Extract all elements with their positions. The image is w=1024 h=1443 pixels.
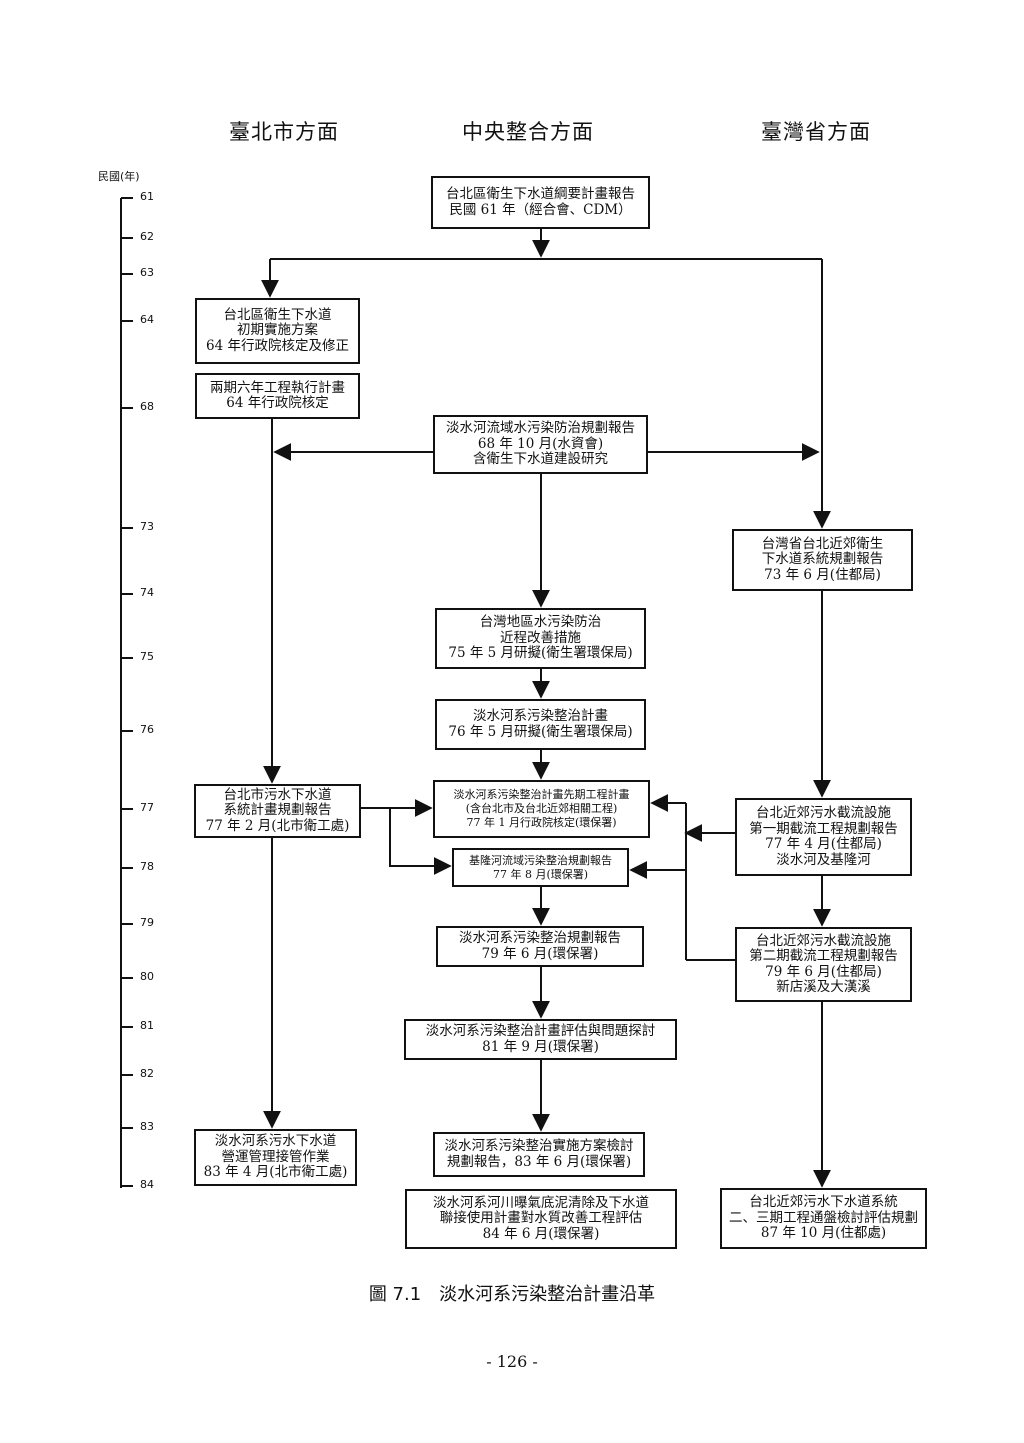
box-1988-keelung-river-plan: 基隆河流域污染整治規劃報告 77 年 8 月(環保署) bbox=[452, 848, 629, 887]
box-1988-phase1-interception: 台北近郊污水截流設施 第一期截流工程規劃報告 77 年 4 月(住都局) 淡水河… bbox=[735, 798, 912, 876]
box-line: 台北近郊污水截流設施 bbox=[756, 805, 891, 821]
box-line: 77 年 1 月行政院核定(環保署) bbox=[466, 816, 617, 829]
axis-tick-label: 83 bbox=[140, 1120, 154, 1133]
box-1972-sewer-master-plan: 台北區衛生下水道綱要計畫報告 民國 61 年（經合會、CDM） bbox=[431, 176, 650, 229]
box-line: 淡水河系污水下水道 bbox=[214, 1133, 337, 1150]
box-line: 79 年 6 月(住都局) bbox=[765, 963, 882, 980]
box-line: 規劃報告，83 年 6 月(環保署) bbox=[446, 1153, 632, 1170]
box-line: 台北市污水下水道 bbox=[223, 786, 332, 803]
box-line: 近程改善措施 bbox=[500, 629, 581, 646]
axis-tick-label: 77 bbox=[140, 801, 154, 814]
box-line: 淡水河系河川曝氣底泥清除及下水道 bbox=[433, 1194, 649, 1211]
axis-tick-label: 82 bbox=[140, 1067, 154, 1080]
box-line: (含台北市及台北近郊相關工程) bbox=[465, 802, 618, 815]
box-line: 新店溪及大漢溪 bbox=[776, 979, 871, 995]
box-line: 第二期截流工程規劃報告 bbox=[749, 948, 898, 964]
axis-title: 民國(年) bbox=[98, 170, 140, 183]
box-line: 初期實施方案 bbox=[237, 322, 318, 339]
box-1975-initial-implementation: 台北區衛生下水道 初期實施方案 64 年行政院核定及修正 bbox=[195, 298, 360, 364]
box-1994-sewer-operation: 淡水河系污水下水道 營運管理接管作業 83 年 4 月(北市衛工處) bbox=[194, 1129, 357, 1186]
axis-tick-label: 84 bbox=[140, 1178, 154, 1191]
axis-tick-label: 79 bbox=[140, 916, 154, 929]
axis-tick-label: 80 bbox=[140, 970, 154, 983]
box-1994-implementation-review: 淡水河系污染整治實施方案檢討 規劃報告，83 年 6 月(環保署) bbox=[433, 1132, 645, 1177]
box-line: 台北區衛生下水道綱要計畫報告 bbox=[446, 186, 635, 202]
box-line: 系統計畫規劃報告 bbox=[223, 802, 332, 819]
box-line: 77 年 2 月(北市衛工處) bbox=[205, 817, 350, 834]
box-line: 營運管理接管作業 bbox=[221, 1148, 330, 1165]
box-line: 兩期六年工程執行計畫 bbox=[210, 379, 345, 396]
box-line: 84 年 6 月(環保署) bbox=[482, 1225, 600, 1242]
box-1995-aeration-dredging: 淡水河系河川曝氣底泥清除及下水道 聯接使用計畫對水質改善工程評估 84 年 6 … bbox=[405, 1189, 677, 1249]
box-line: 87 年 10 月(住都處) bbox=[760, 1225, 887, 1242]
box-1992-plan-evaluation: 淡水河系污染整治計畫評估與問題探討 81 年 9 月(環保署) bbox=[404, 1019, 677, 1060]
box-line: 淡水河系污染整治計畫評估與問題探討 bbox=[425, 1023, 656, 1039]
box-line: 淡水河流域水污染防治規劃報告 bbox=[446, 420, 635, 437]
box-line: 83 年 4 月(北市衛工處) bbox=[203, 1164, 348, 1181]
axis-tick-label: 64 bbox=[140, 313, 154, 326]
page-number: - 126 - bbox=[486, 1352, 538, 1371]
axis-tick-label: 61 bbox=[140, 190, 154, 203]
box-line: 64 年行政院核定及修正 bbox=[206, 337, 349, 354]
axis-tick-label: 62 bbox=[140, 230, 154, 243]
box-line: 淡水河系污染整治計畫 bbox=[473, 708, 608, 724]
box-line: 下水道系統規劃報告 bbox=[761, 551, 884, 568]
header-province: 臺灣省方面 bbox=[761, 120, 871, 144]
box-line: 淡水河系污染整治規劃報告 bbox=[459, 930, 621, 946]
figure-number: 圖 7.1 bbox=[368, 1284, 422, 1305]
box-line: 台北近郊污水截流設施 bbox=[756, 932, 891, 949]
box-1988-taipei-sewer-plan: 台北市污水下水道 系統計畫規劃報告 77 年 2 月(北市衛工處) bbox=[194, 784, 361, 838]
box-line: 77 年 4 月(住都局) bbox=[765, 836, 882, 852]
box-line: 含衛生下水道建設研究 bbox=[473, 451, 608, 468]
axis-tick-label: 78 bbox=[140, 860, 154, 873]
box-line: 64 年行政院核定 bbox=[226, 395, 329, 411]
figure-title: 淡水河系污染整治計畫沿革 bbox=[439, 1284, 656, 1305]
box-line: 民國 61 年（經合會、CDM） bbox=[449, 201, 632, 218]
box-line: 76 年 5 月研擬(衛生署環保局) bbox=[448, 723, 633, 740]
box-line: 台北近郊污水下水道系統 bbox=[749, 1194, 898, 1211]
box-line: 台灣省台北近郊衛生 bbox=[761, 535, 884, 552]
axis-tick-label: 63 bbox=[140, 266, 154, 279]
axis-tick-label: 74 bbox=[140, 586, 154, 599]
box-line: 75 年 5 月研擬(衛生署環保局) bbox=[448, 645, 633, 662]
box-line: 台北區衛生下水道 bbox=[223, 306, 332, 323]
box-1979-danshui-pollution-plan: 淡水河流域水污染防治規劃報告 68 年 10 月(水資會) 含衛生下水道建設研究 bbox=[433, 415, 648, 474]
header-central: 中央整合方面 bbox=[462, 120, 594, 144]
box-line: 68 年 10 月(水資會) bbox=[477, 435, 604, 452]
axis-tick-label: 81 bbox=[140, 1019, 154, 1032]
box-two-six-year-plan: 兩期六年工程執行計畫 64 年行政院核定 bbox=[195, 373, 360, 419]
box-1990-danshui-remediation-report: 淡水河系污染整治規劃報告 79 年 6 月(環保署) bbox=[436, 926, 644, 967]
box-line: 淡水河及基隆河 bbox=[776, 851, 871, 868]
axis-tick-label: 75 bbox=[140, 650, 154, 663]
box-line: 81 年 9 月(環保署) bbox=[482, 1038, 599, 1055]
box-1987-danshui-remediation-plan: 淡水河系污染整治計畫 76 年 5 月研擬(衛生署環保局) bbox=[435, 699, 646, 750]
axis-tick-label: 68 bbox=[140, 400, 154, 413]
box-1998-phase2-3-review: 台北近郊污水下水道系統 二、三期工程通盤檢討評估規劃 87 年 10 月(住都處… bbox=[720, 1188, 927, 1249]
box-line: 73 年 6 月(住都局) bbox=[764, 566, 881, 583]
box-line: 二、三期工程通盤檢討評估規劃 bbox=[729, 1209, 918, 1226]
box-line: 79 年 6 月(環保署) bbox=[481, 945, 599, 962]
box-1984-province-sewer-plan: 台灣省台北近郊衛生 下水道系統規劃報告 73 年 6 月(住都局) bbox=[732, 529, 913, 591]
axis-tick-label: 73 bbox=[140, 520, 154, 533]
box-1988-early-phase-works: 淡水河系污染整治計畫先期工程計畫 (含台北市及台北近郊相關工程) 77 年 1 … bbox=[433, 780, 650, 838]
box-line: 淡水河系污染整治實施方案檢討 bbox=[444, 1138, 634, 1154]
box-line: 台灣地區水污染防治 bbox=[479, 614, 602, 631]
box-line: 基隆河流域污染整治規劃報告 bbox=[469, 853, 612, 867]
box-1990-phase2-interception: 台北近郊污水截流設施 第二期截流工程規劃報告 79 年 6 月(住都局) 新店溪… bbox=[735, 927, 912, 1002]
box-line: 聯接使用計畫對水質改善工程評估 bbox=[439, 1210, 643, 1227]
axis-tick-label: 76 bbox=[140, 723, 154, 736]
box-line: 第一期截流工程規劃報告 bbox=[749, 820, 898, 837]
header-taipei: 臺北市方面 bbox=[229, 120, 339, 144]
box-line: 淡水河系污染整治計畫先期工程計畫 bbox=[453, 788, 630, 801]
box-1986-short-term-measures: 台灣地區水污染防治 近程改善措施 75 年 5 月研擬(衛生署環保局) bbox=[435, 608, 646, 669]
box-line: 77 年 8 月(環保署) bbox=[492, 867, 589, 881]
figure-caption: 圖 7.1 淡水河系污染整治計畫沿革 bbox=[0, 1280, 1024, 1306]
